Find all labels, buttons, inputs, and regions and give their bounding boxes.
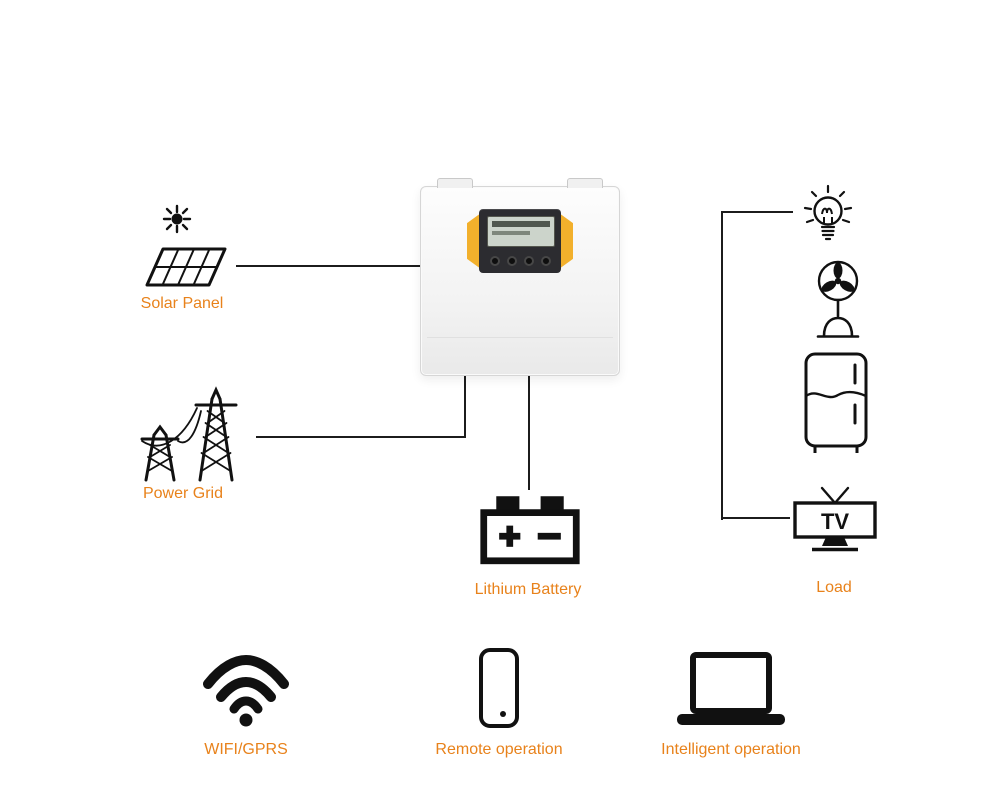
- inverter-seam: [427, 337, 613, 338]
- tv-screen-text: TV: [821, 509, 849, 534]
- laptop-node: [670, 650, 792, 733]
- inverter-panel-face: [479, 209, 561, 273]
- refrigerator-node: [795, 350, 877, 461]
- remote-operation-label: Remote operation: [435, 741, 563, 758]
- solar-panel-icon: [145, 204, 227, 287]
- inverter-accent-right: [559, 213, 573, 269]
- tv-node: TV: [790, 484, 880, 561]
- power-grid-node: [138, 383, 248, 488]
- power-grid-label: Power Grid: [142, 485, 224, 502]
- connector-load-bus: [721, 212, 723, 520]
- power-grid-icon: [140, 386, 238, 482]
- wifi-icon: [203, 654, 289, 727]
- inverter-lcd-screen: [487, 216, 555, 247]
- solar-panel-label: Solar Panel: [140, 295, 224, 312]
- refrigerator-icon: [804, 352, 868, 453]
- laptop-icon: [677, 652, 785, 725]
- light-bulb-icon: [803, 184, 853, 241]
- smartphone-node: [468, 646, 530, 735]
- inverter-button: [540, 256, 551, 266]
- inverter-button: [523, 256, 534, 266]
- tv-icon: TV: [793, 486, 877, 552]
- fan-icon: [816, 260, 860, 338]
- connector-grid-vertical: [464, 374, 466, 438]
- load-label: Load: [816, 579, 852, 596]
- inverter-accent-left: [467, 213, 481, 269]
- intelligent-operation-label: Intelligent operation: [661, 741, 801, 758]
- connector-inverter-to-battery: [528, 374, 530, 490]
- wifi-gprs-label: WIFI/GPRS: [204, 741, 288, 758]
- inverter-control-panel: [467, 209, 573, 273]
- wifi-node: [196, 648, 296, 735]
- inverter-mount-tab-right: [567, 178, 603, 188]
- connector-bus-to-tv: [721, 517, 790, 519]
- light-bulb-node: [793, 184, 863, 255]
- inverter-mount-tab-left: [437, 178, 473, 188]
- lithium-battery-node: [477, 490, 583, 573]
- connector-grid-horizontal: [256, 436, 466, 438]
- connector-solar-to-inverter: [236, 265, 420, 267]
- lithium-battery-label: Lithium Battery: [474, 581, 582, 598]
- connector-bus-to-bulb: [721, 211, 793, 213]
- inverter-buttons: [479, 256, 561, 266]
- inverter-button: [489, 256, 500, 266]
- solar-panel-node: [133, 203, 233, 296]
- inverter-unit: [420, 178, 620, 376]
- inverter-button: [506, 256, 517, 266]
- fan-node: [800, 256, 876, 345]
- smartphone-icon: [479, 648, 519, 728]
- battery-icon: [480, 496, 580, 565]
